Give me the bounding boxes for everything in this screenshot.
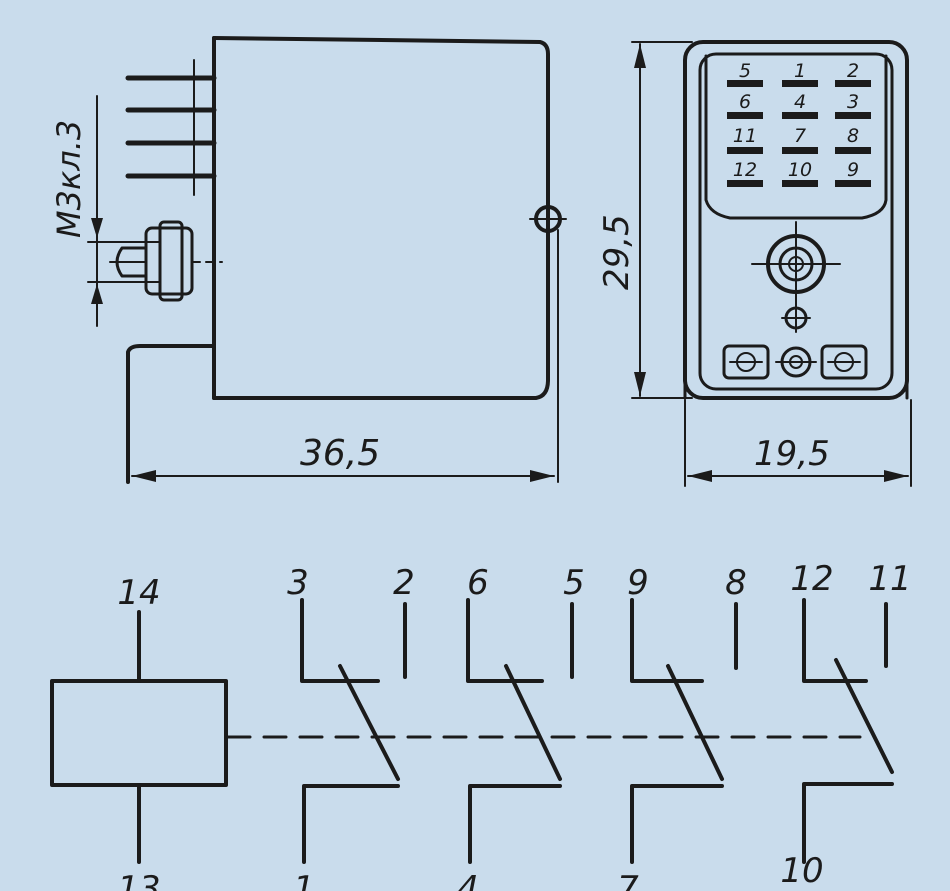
socket-panel xyxy=(704,54,888,220)
pin-number: 10 xyxy=(788,159,812,181)
nc-terminal: 3 xyxy=(287,563,309,603)
switch-blade xyxy=(338,664,400,781)
length-dimension-label: 36,5 xyxy=(300,433,380,474)
nc-contact xyxy=(630,598,704,683)
pin-number: 12 xyxy=(733,159,757,181)
no-terminal: 2 xyxy=(393,563,415,603)
common-contact xyxy=(468,784,562,864)
contact-group: 3 2 1 xyxy=(287,563,415,891)
nc-contact xyxy=(802,598,868,683)
small-screw xyxy=(781,303,811,333)
contact-group: 12 11 10 xyxy=(780,559,911,891)
coil-top-terminal: 14 xyxy=(117,573,160,613)
nc-terminal: 12 xyxy=(790,559,833,599)
pin-number: 4 xyxy=(794,91,806,113)
socket-row: 5 1 2 xyxy=(739,60,859,82)
pin-number: 8 xyxy=(847,125,859,147)
nc-terminal: 9 xyxy=(627,563,649,603)
arrow-down-icon xyxy=(91,218,103,238)
contact-group: 6 5 4 xyxy=(457,563,585,891)
no-terminal: 5 xyxy=(563,563,585,603)
relay-body-outline xyxy=(212,36,550,400)
switch-blade xyxy=(504,664,562,781)
thread-label: М3кл.3 xyxy=(50,120,88,238)
nc-contact xyxy=(300,598,380,683)
common-contact xyxy=(302,784,400,864)
arrow-up-icon xyxy=(634,44,646,68)
no-terminal: 8 xyxy=(725,563,747,603)
pin-number: 1 xyxy=(794,60,806,82)
pin-number: 2 xyxy=(847,60,859,82)
no-terminal: 11 xyxy=(868,559,911,599)
pin-number: 11 xyxy=(733,125,757,147)
coil-bottom-terminal: 13 xyxy=(117,869,160,891)
pin-number: 3 xyxy=(847,91,859,113)
front-inner-outline xyxy=(698,52,894,391)
contact-group: 9 8 7 xyxy=(617,563,747,891)
socket-pin-grid: 5 1 2 6 4 3 11 7 8 12 10 9 xyxy=(727,60,871,187)
arrow-right-icon xyxy=(884,470,908,482)
common-terminal: 7 xyxy=(617,869,639,891)
arrow-left-icon xyxy=(688,470,712,482)
common-terminal: 1 xyxy=(293,869,315,891)
adjust-knob xyxy=(751,221,841,307)
front-view: 5 1 2 6 4 3 11 7 8 12 10 9 xyxy=(597,40,912,487)
common-terminal: 10 xyxy=(780,851,823,891)
socket-row: 12 10 9 xyxy=(733,159,859,181)
nc-terminal: 6 xyxy=(467,563,489,603)
pin-number: 5 xyxy=(739,60,751,82)
pin-number: 9 xyxy=(847,159,859,181)
arrow-down-icon xyxy=(634,372,646,396)
common-terminal: 4 xyxy=(457,869,479,891)
pin-number: 6 xyxy=(739,91,751,113)
bottom-terminals xyxy=(722,344,868,380)
mounting-screw xyxy=(109,220,223,302)
pin-number: 7 xyxy=(794,125,806,147)
switch-blade xyxy=(666,664,724,781)
socket-row: 6 4 3 xyxy=(739,91,859,113)
schematic: 14 13 3 2 1 6 5 4 9 xyxy=(50,559,912,891)
width-dimension-label: 19,5 xyxy=(754,434,830,474)
socket-row: 11 7 8 xyxy=(733,125,859,147)
arrow-up-icon xyxy=(91,284,103,304)
height-dimension-label: 29,5 xyxy=(597,214,637,290)
common-contact xyxy=(802,782,894,864)
relay-coil xyxy=(50,679,228,787)
arrow-right-icon xyxy=(530,470,554,482)
mounting-bracket xyxy=(126,344,216,484)
common-contact xyxy=(630,784,724,864)
nc-contact xyxy=(466,598,544,683)
arrow-left-icon xyxy=(132,470,156,482)
pin-pads xyxy=(727,80,871,187)
side-view: 36,5 М3кл.3 xyxy=(50,36,567,484)
switch-blade xyxy=(834,658,894,774)
